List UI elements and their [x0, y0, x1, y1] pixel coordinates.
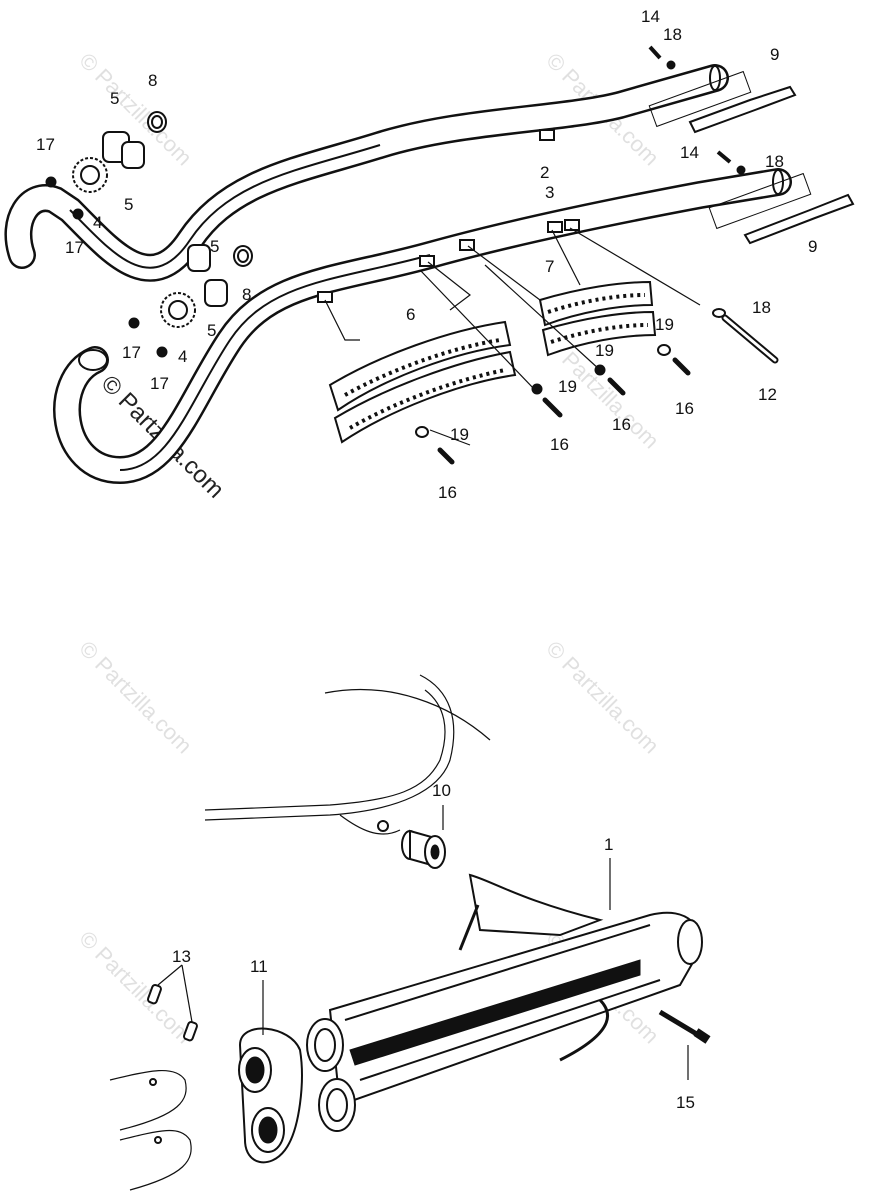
callout-14: 14: [641, 7, 660, 26]
callout-4: 4: [93, 213, 102, 232]
joint-collar-nut: [72, 157, 196, 328]
small-nut: [45, 176, 168, 358]
clamp-screw: [147, 984, 198, 1042]
callout-16: 16: [438, 483, 457, 502]
callout-12: 12: [758, 385, 777, 404]
callout-5: 5: [207, 321, 216, 340]
callout-7: 7: [545, 257, 554, 276]
watermark: © Partzilla.com: [74, 926, 197, 1049]
callout-17: 17: [65, 238, 84, 257]
callout-5: 5: [124, 195, 133, 214]
callout-5: 5: [110, 89, 119, 108]
callout-4: 4: [178, 347, 187, 366]
callout-11: 11: [250, 957, 268, 976]
heat-shield-bolt: [437, 357, 691, 465]
callout-15: 15: [676, 1093, 695, 1112]
muffler: [306, 873, 703, 1132]
callout-10: 10: [432, 781, 451, 800]
callout-18: 18: [663, 25, 682, 44]
leader-lines-bottom: [157, 805, 689, 1080]
callout-16: 16: [612, 415, 631, 434]
callout-2: 2: [540, 163, 549, 182]
heat-shield-long: [328, 320, 517, 444]
callout-13: 13: [172, 947, 191, 966]
exhaust-collar: [102, 131, 228, 307]
callout-9: 9: [770, 45, 779, 64]
washer: [415, 344, 671, 438]
callout-17: 17: [122, 343, 141, 362]
callout-18: 18: [765, 152, 784, 171]
frame-outline: [204, 674, 491, 835]
callout-1: 1: [604, 835, 613, 854]
callout-labels-bottom: 10 1 13 11 15: [172, 781, 695, 1112]
callout-19: 19: [450, 425, 469, 444]
watermark: © Partzilla.com: [541, 636, 664, 759]
mount-bushing: [401, 829, 446, 869]
callout-19: 19: [595, 341, 614, 360]
watermark: © Partzilla.com: [74, 636, 197, 759]
mounting-bolt: [712, 308, 779, 364]
callout-16: 16: [675, 399, 694, 418]
callout-17: 17: [36, 135, 55, 154]
callout-8: 8: [242, 285, 251, 304]
callout-labels-top: 14 18 9 8 5 17 2 14 18 3 5 4 17 9 5 7 8 …: [36, 7, 817, 502]
callout-8: 8: [148, 71, 157, 90]
muffler-joint-flange: [238, 1027, 303, 1164]
callout-6: 6: [406, 305, 415, 324]
callout-14: 14: [680, 143, 699, 162]
small-screw: [648, 45, 746, 175]
leader-lines: [324, 227, 701, 446]
exhaust-pipe-ends: [109, 1070, 192, 1191]
callout-5: 5: [210, 237, 219, 256]
callout-19: 19: [655, 315, 674, 334]
muffler-bolt: [658, 1009, 711, 1044]
callout-17: 17: [150, 374, 169, 393]
callout-19: 19: [558, 377, 577, 396]
exhaust-gasket: [147, 111, 253, 267]
watermark-layer: © Partzilla.com © Partzilla.com © Partzi…: [74, 48, 664, 1049]
callout-16: 16: [550, 435, 569, 454]
lower-exhaust-pipe: [53, 168, 792, 485]
tail-pipe-insert: [648, 70, 855, 245]
callout-18: 18: [752, 298, 771, 317]
callout-9: 9: [808, 237, 817, 256]
callout-3: 3: [545, 183, 554, 202]
upper-exhaust-pipe: [4, 64, 729, 282]
pipe-bracket: [317, 129, 580, 303]
